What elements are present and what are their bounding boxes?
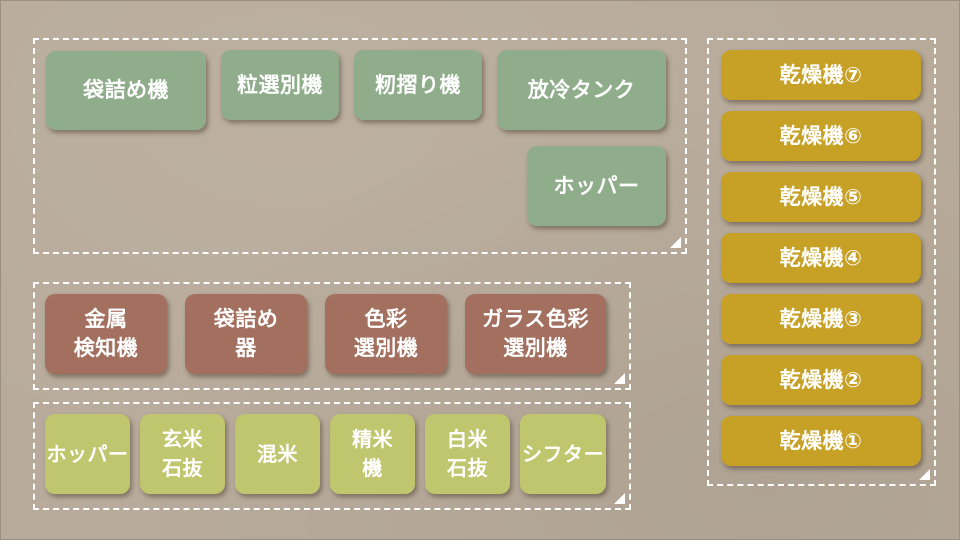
node-dryer-2: 乾燥機②: [721, 355, 921, 405]
node-hopper-bottom: ホッパー: [45, 414, 130, 494]
group-corner-marker: [670, 237, 681, 248]
node-rice-polisher: 精米 機: [330, 414, 415, 494]
node-cooling-tank: 放冷タンク: [497, 50, 666, 130]
group-middle-sorting: [33, 282, 631, 390]
node-color-sorter: 色彩 選別機: [325, 294, 447, 374]
node-rice-blender: 混米: [235, 414, 320, 494]
node-bagging-machine: 袋詰め機: [46, 51, 206, 130]
node-dryer-4: 乾燥機④: [721, 233, 921, 283]
group-dryers: [707, 38, 936, 486]
node-dryer-6: 乾燥機⑥: [721, 111, 921, 161]
node-dryer-5: 乾燥機⑤: [721, 172, 921, 222]
node-dryer-7: 乾燥機⑦: [721, 50, 921, 100]
group-top-processing: [33, 38, 687, 254]
node-dryer-1: 乾燥機①: [721, 416, 921, 466]
node-hopper-top: ホッパー: [527, 146, 666, 226]
group-corner-marker: [919, 469, 930, 480]
group-corner-marker: [614, 493, 625, 504]
node-glass-color-sorter: ガラス色彩 選別機: [465, 294, 606, 374]
node-metal-detector: 金属 検知機: [45, 294, 167, 374]
group-corner-marker: [614, 373, 625, 384]
node-dryer-3: 乾燥機③: [721, 294, 921, 344]
node-grain-sorter: 粒選別機: [221, 50, 339, 120]
node-husker: 籾摺り機: [354, 50, 482, 120]
group-bottom-milling: [33, 402, 631, 510]
node-sifter: シフター: [520, 414, 606, 494]
node-white-rice-destoner: 白米 石抜: [425, 414, 510, 494]
node-bagging-device: 袋詰め 器: [185, 294, 307, 374]
node-brown-rice-destoner: 玄米 石抜: [140, 414, 225, 494]
